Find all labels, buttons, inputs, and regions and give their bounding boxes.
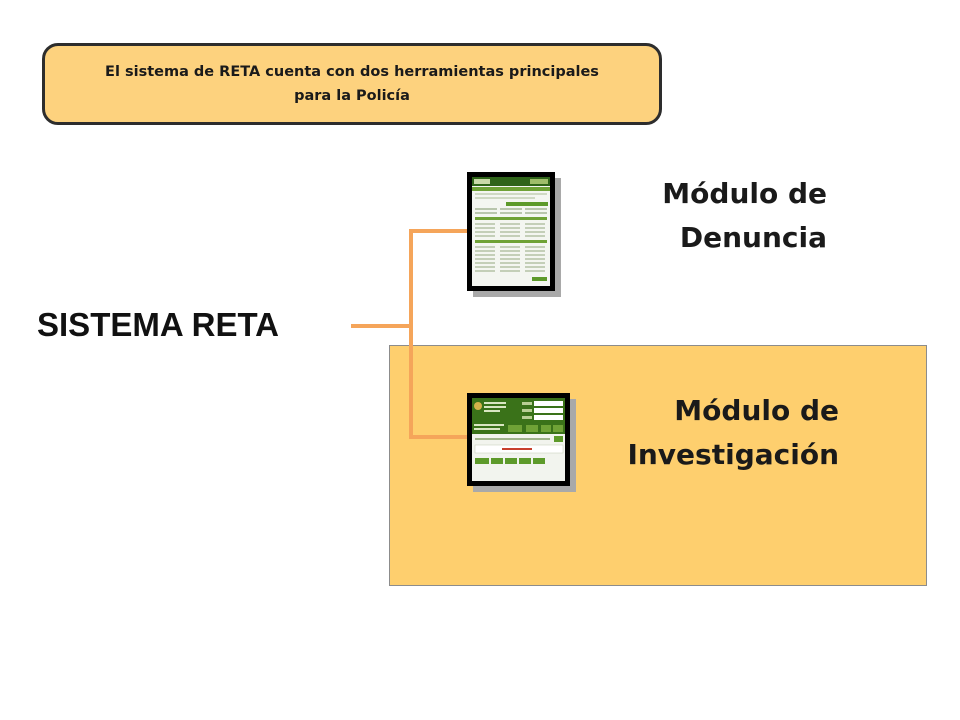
modulo-investigacion-label: Módulo de Investigación xyxy=(627,389,839,477)
intro-callout: El sistema de RETA cuenta con dos herram… xyxy=(42,43,662,125)
modulo-denuncia-line1: Módulo de xyxy=(662,177,827,210)
modulo-investigacion-line2: Investigación xyxy=(627,438,839,471)
denuncia-screen-image xyxy=(472,177,550,286)
sistema-reta-label: SISTEMA RETA xyxy=(37,306,280,343)
denuncia-screenshot-thumbnail xyxy=(467,172,555,291)
modulo-denuncia-label: Módulo de Denuncia xyxy=(662,172,827,260)
investigacion-screen-image xyxy=(472,398,565,481)
intro-callout-text: El sistema de RETA cuenta con dos herram… xyxy=(105,64,599,104)
modulo-investigacion-line1: Módulo de xyxy=(674,394,839,427)
modulo-denuncia-line2: Denuncia xyxy=(679,221,827,254)
investigacion-screenshot-thumbnail xyxy=(467,393,570,486)
